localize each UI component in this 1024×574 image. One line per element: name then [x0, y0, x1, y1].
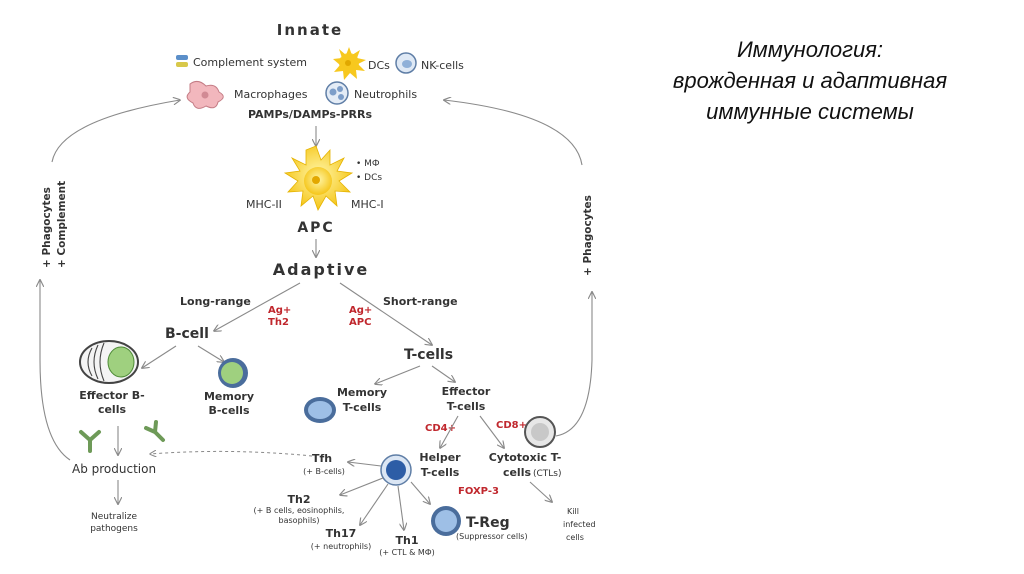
th2-sub-line-2: basophils) [279, 516, 320, 525]
left-side-line-2: + Complement [56, 181, 68, 268]
tfh-sub-label: (+ B-cells) [303, 467, 345, 476]
macrophage-icon [186, 80, 224, 109]
mhc-i-label: MHC-I [351, 198, 384, 211]
effector-b-line-2: cells [98, 403, 127, 416]
complement-icon [176, 55, 188, 67]
neutrophils-label: Neutrophils [354, 88, 417, 101]
th1-label: Th1 [396, 534, 419, 547]
slide-title-line-2: врожденная и адаптивная [672, 68, 948, 93]
arrow-to-th1 [397, 485, 404, 530]
b-cell-label: B-cell [165, 326, 209, 342]
slide-title-line-3: иммунные системы [706, 99, 914, 124]
ag-apc-line-1: Ag+ [349, 305, 372, 316]
right-side-label: + Phagocytes [582, 195, 594, 276]
ag-th2-line-1: Ag+ [268, 305, 291, 316]
apc-mf-label: • MФ [356, 159, 380, 169]
arrow-to-tfh [348, 462, 382, 466]
th17-label: Th17 [326, 527, 357, 540]
arrow-to-effector-t [431, 365, 455, 382]
arrow-right-loop-up [555, 292, 592, 437]
neutralize-line-2: pathogens [90, 524, 138, 534]
apc-label: APC [297, 220, 334, 236]
arrow-to-th17 [360, 483, 389, 525]
helper-t-cell-icon [380, 454, 412, 486]
arrow-to-th2 [340, 477, 384, 495]
complement-label: Complement system [193, 56, 307, 69]
innate-heading: Innate [277, 21, 343, 39]
foxp3-label: FOXP-3 [458, 486, 499, 497]
arrow-left-loop-up [40, 280, 71, 461]
tfh-label: Tfh [312, 452, 332, 465]
memory-t-line-1: Memory [337, 386, 387, 399]
macrophages-label: Macrophages [234, 88, 308, 101]
antibody-icon-2 [144, 420, 165, 442]
arrow-to-b-cell [214, 282, 301, 331]
arrow-to-kill [529, 481, 552, 502]
nk-cell-icon [395, 52, 417, 74]
treg-label: T-Reg [466, 515, 510, 531]
mhc-ii-label: MHC-II [246, 198, 282, 211]
memory-t-line-2: T-cells [343, 401, 382, 414]
memory-b-line-1: Memory [204, 390, 254, 403]
short-range-label: Short-range [383, 295, 458, 308]
arrow-to-memory-t [375, 365, 421, 384]
apc-cell-icon [283, 145, 354, 211]
cytotoxic-line-1: Cytotoxic T- [489, 451, 562, 464]
ag-th2-line-2: Th2 [268, 317, 289, 328]
kill-line-1: Kill [567, 507, 579, 516]
arrow-right-loop-to-innate [444, 100, 583, 166]
arrow-left-loop-to-innate [51, 100, 180, 163]
effector-b-line-1: Effector B- [79, 389, 144, 402]
adaptive-heading: Adaptive [273, 260, 370, 279]
treg-sub-label: (Suppressor cells) [456, 532, 528, 541]
kill-line-3: cells [566, 533, 584, 542]
treg-cell-icon [431, 506, 461, 536]
pamps-label: PAMPs/DAMPs-PRRs [248, 108, 373, 121]
slide-title-line-1: Иммунология: [736, 37, 884, 62]
arrow-to-helper-t [440, 415, 459, 448]
kill-line-2: infected [563, 520, 596, 529]
antibody-icon-1 [79, 430, 101, 453]
th17-sub-label: (+ neutrophils) [311, 542, 371, 551]
th1-sub-label: (+ CTL & MФ) [379, 548, 435, 557]
ab-production-label: Ab production [72, 462, 156, 476]
ag-apc-line-2: APC [349, 317, 371, 328]
neutralize-line-1: Neutralize [91, 512, 137, 522]
immune-system-diagram: Innate Complement system DCs NK-cells Ma… [0, 21, 620, 557]
long-range-label: Long-range [180, 295, 251, 308]
apc-dcs-label: • DCs [356, 173, 382, 183]
t-cells-label: T-cells [404, 347, 453, 363]
effector-b-cell-icon [79, 340, 139, 384]
cytotoxic-line-2: cells [503, 466, 532, 479]
nk-cells-label: NK-cells [421, 59, 464, 72]
cd4-label: CD4+ [425, 423, 456, 434]
arrow-to-treg [410, 481, 430, 504]
effector-t-line-2: T-cells [447, 400, 486, 413]
dcs-label: DCs [368, 59, 390, 72]
th2-label: Th2 [288, 493, 311, 506]
memory-b-cell-icon [218, 358, 248, 388]
cd8-label: CD8+ [496, 420, 527, 431]
memory-t-cell-icon [304, 397, 336, 423]
dashed-arrow-tfh-to-ab [150, 451, 313, 456]
slide-title: Иммунология: врожденная и адаптивная имм… [610, 34, 1010, 127]
ctls-label: (CTLs) [533, 469, 562, 479]
memory-b-line-2: B-cells [208, 404, 249, 417]
arrow-to-effector-b [142, 345, 177, 368]
neutrophil-icon [325, 81, 349, 105]
dendritic-cell-icon [333, 47, 366, 80]
th2-sub-line-1: (+ B cells, eosinophils, [254, 506, 345, 515]
arrow-to-cytotoxic-t [479, 415, 504, 448]
left-side-line-1: + Phagocytes [41, 187, 53, 268]
effector-t-line-1: Effector [442, 385, 491, 398]
helper-t-line-1: Helper [419, 451, 461, 464]
cytotoxic-t-cell-icon [524, 416, 556, 448]
helper-t-line-2: T-cells [421, 466, 460, 479]
arrow-to-t-cells [339, 282, 432, 345]
arrow-to-memory-b [197, 345, 224, 362]
